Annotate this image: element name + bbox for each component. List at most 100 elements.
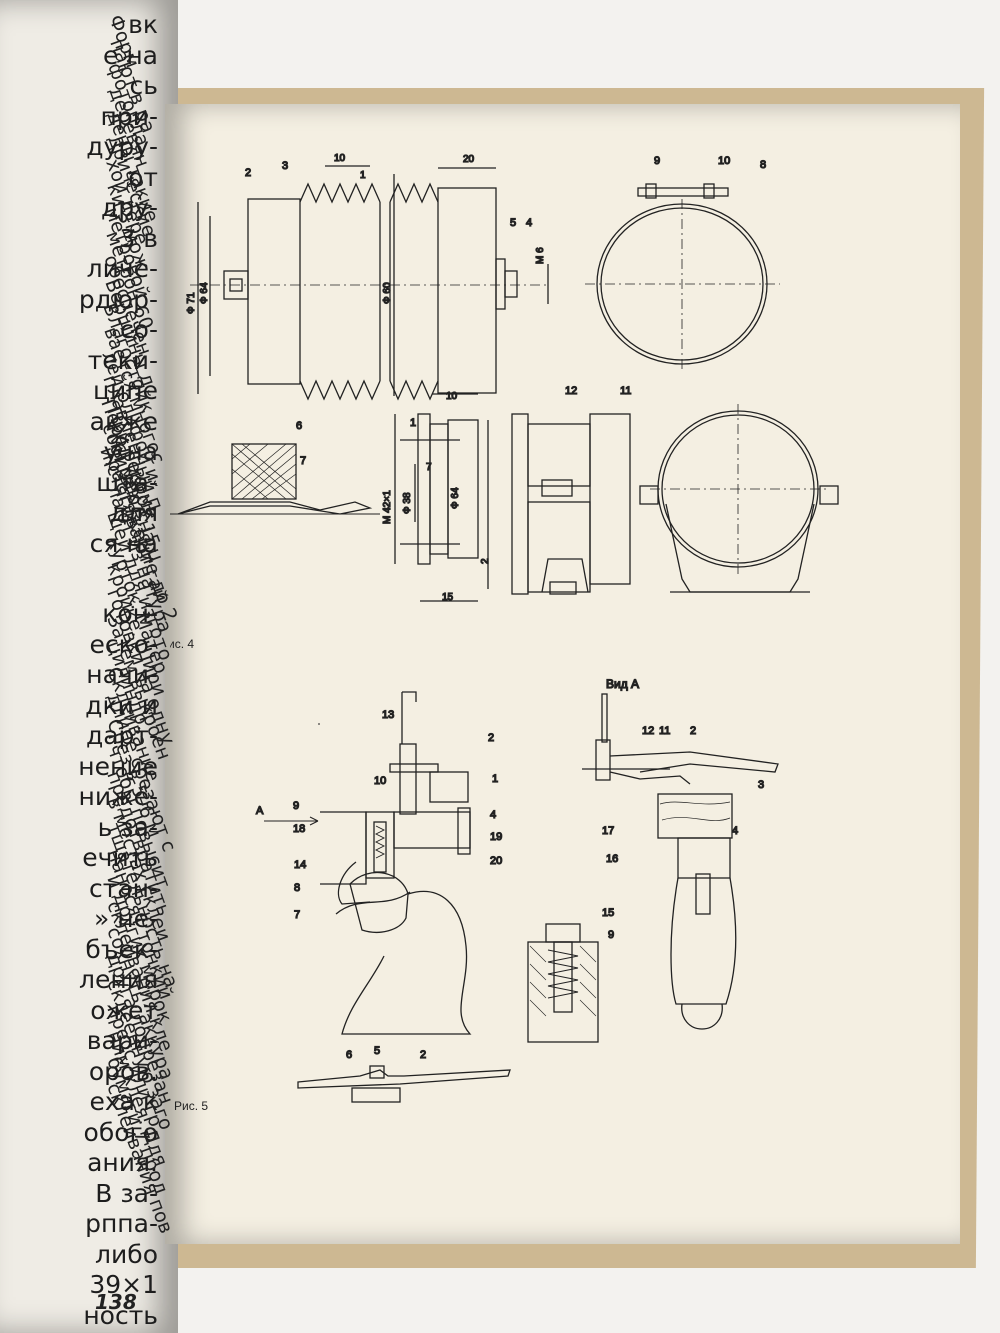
dim-m42: М 42×1 bbox=[382, 490, 393, 524]
part-2-fig5: 2 bbox=[488, 732, 494, 744]
part-6-fig5: 6 bbox=[346, 1049, 352, 1061]
part-17: 17 bbox=[602, 825, 614, 837]
clamp-stand-drawing bbox=[639, 404, 839, 593]
left-page-line: ания. bbox=[87, 1148, 158, 1177]
figure5-caption: Рис. 5 bbox=[174, 1099, 208, 1113]
left-page-line: при- bbox=[100, 101, 158, 131]
dim-phi60: Ф 60 bbox=[382, 282, 393, 304]
part-14: 14 bbox=[294, 859, 306, 871]
left-page-line: ципе bbox=[93, 376, 158, 405]
left-page-line: еско- bbox=[89, 629, 158, 659]
left-page-line: рдюр- bbox=[78, 284, 158, 314]
part-9-fig5: 9 bbox=[293, 800, 299, 812]
arrow-a-label: А bbox=[256, 805, 264, 817]
flange-section-drawing bbox=[394, 393, 489, 602]
part-4: 4 bbox=[526, 217, 532, 229]
part-7: 7 bbox=[300, 455, 306, 467]
left-page-line: сь bbox=[129, 71, 158, 100]
left-page-line: дуру- bbox=[86, 132, 158, 161]
left-page-line: оров. bbox=[88, 1056, 158, 1086]
left-page-line: нение bbox=[78, 751, 158, 781]
part-4-fig5: 4 bbox=[490, 809, 496, 821]
left-page-line: стан- bbox=[89, 873, 158, 903]
part-10: 10 bbox=[718, 155, 730, 167]
part-2: 2 bbox=[245, 167, 251, 179]
part-2-washer: 2 bbox=[420, 1049, 426, 1061]
dim-10: 10 bbox=[334, 153, 346, 164]
part-2-viewa: 2 bbox=[690, 725, 696, 737]
dim-phi71: Ф 71 bbox=[186, 292, 197, 314]
left-page-line: теки- bbox=[87, 345, 158, 375]
bracket-drawing bbox=[511, 413, 631, 595]
left-page-line: бъек- bbox=[85, 934, 158, 964]
left-page-line: либо bbox=[95, 1239, 158, 1269]
left-page-line: В за- bbox=[95, 1178, 158, 1208]
part-19: 19 bbox=[490, 831, 502, 843]
left-page-line: 39×1 bbox=[89, 1270, 158, 1299]
dim-1: 1 bbox=[360, 170, 366, 181]
left-page-line: ечить bbox=[82, 843, 158, 872]
left-page-line: вк bbox=[128, 10, 158, 39]
fixture-drawing bbox=[264, 691, 472, 1035]
dim-7: 7 bbox=[426, 462, 432, 473]
left-page-line: ротой bbox=[81, 1331, 158, 1333]
washer-drawing bbox=[297, 1065, 511, 1103]
left-page-line: обого bbox=[83, 1117, 158, 1147]
figure4-caption: ис. 4 bbox=[170, 637, 194, 651]
part-9-spring: 9 bbox=[608, 929, 614, 941]
part-15: 15 bbox=[602, 907, 614, 919]
fabric-section-drawing bbox=[170, 443, 380, 515]
left-page-line: со- bbox=[119, 315, 158, 344]
part-18: 18 bbox=[293, 823, 305, 835]
left-page-line: вари- bbox=[86, 1026, 158, 1055]
view-a-label: Вид А bbox=[606, 677, 639, 691]
part-20: 20 bbox=[490, 855, 502, 867]
part-8-fig5: 8 bbox=[294, 882, 300, 894]
part-9: 9 bbox=[654, 155, 660, 167]
left-page-line: акже bbox=[89, 406, 158, 436]
left-page-line: 3 в bbox=[119, 223, 158, 253]
dim-phi64: Ф 64 bbox=[199, 282, 210, 304]
part-16: 16 bbox=[606, 853, 618, 865]
left-page-line: ожет bbox=[90, 995, 158, 1025]
page-number: 138 bbox=[95, 1290, 137, 1314]
part-12: 12 bbox=[565, 385, 577, 397]
left-page-line: дарт- bbox=[85, 721, 158, 750]
left-page-line: ниже- bbox=[78, 782, 158, 811]
left-page-line: шта- bbox=[96, 467, 158, 497]
view-a-drawing bbox=[582, 693, 779, 1030]
part-8: 8 bbox=[760, 159, 766, 171]
left-page-line: » не- bbox=[94, 904, 158, 933]
left-page-line: ления bbox=[79, 965, 158, 994]
dim-10b: 10 bbox=[446, 391, 458, 402]
left-page-line: ся на bbox=[89, 528, 158, 558]
left-page-line: от bbox=[128, 162, 158, 192]
left-page-line: рппа- bbox=[85, 1209, 158, 1238]
left-page-line: дки и bbox=[85, 690, 158, 720]
left-page-line: у на bbox=[103, 437, 158, 466]
part-1-fig5: 1 bbox=[492, 773, 498, 785]
part-7-fig5: 7 bbox=[294, 909, 300, 921]
dim-20: 20 bbox=[463, 154, 475, 165]
part-10-fig5: 10 bbox=[374, 775, 386, 787]
left-page-line: личе- bbox=[86, 254, 158, 283]
part-4-viewa: 4 bbox=[732, 825, 738, 837]
dim-phi38: Ф 38 bbox=[402, 492, 413, 514]
left-page-line: начи- bbox=[86, 660, 158, 689]
part-13: 13 bbox=[382, 709, 394, 721]
part-3-fig5: 3 bbox=[758, 779, 764, 791]
left-page-line: еха к bbox=[89, 1087, 158, 1116]
spring-section-drawing bbox=[527, 923, 599, 1043]
clamp-ring-drawing bbox=[585, 183, 780, 372]
part-5-fig5: 5 bbox=[374, 1045, 380, 1057]
part-11: 11 bbox=[620, 385, 631, 397]
dim-2: 2 bbox=[480, 558, 491, 564]
part-5: 5 bbox=[510, 217, 516, 229]
left-page-line: для bbox=[109, 498, 158, 527]
left-page-line: кон- bbox=[102, 599, 158, 628]
bellows-drawing bbox=[190, 165, 550, 401]
dim-m6: М 6 bbox=[535, 247, 546, 264]
left-page-line: е на bbox=[103, 40, 158, 70]
